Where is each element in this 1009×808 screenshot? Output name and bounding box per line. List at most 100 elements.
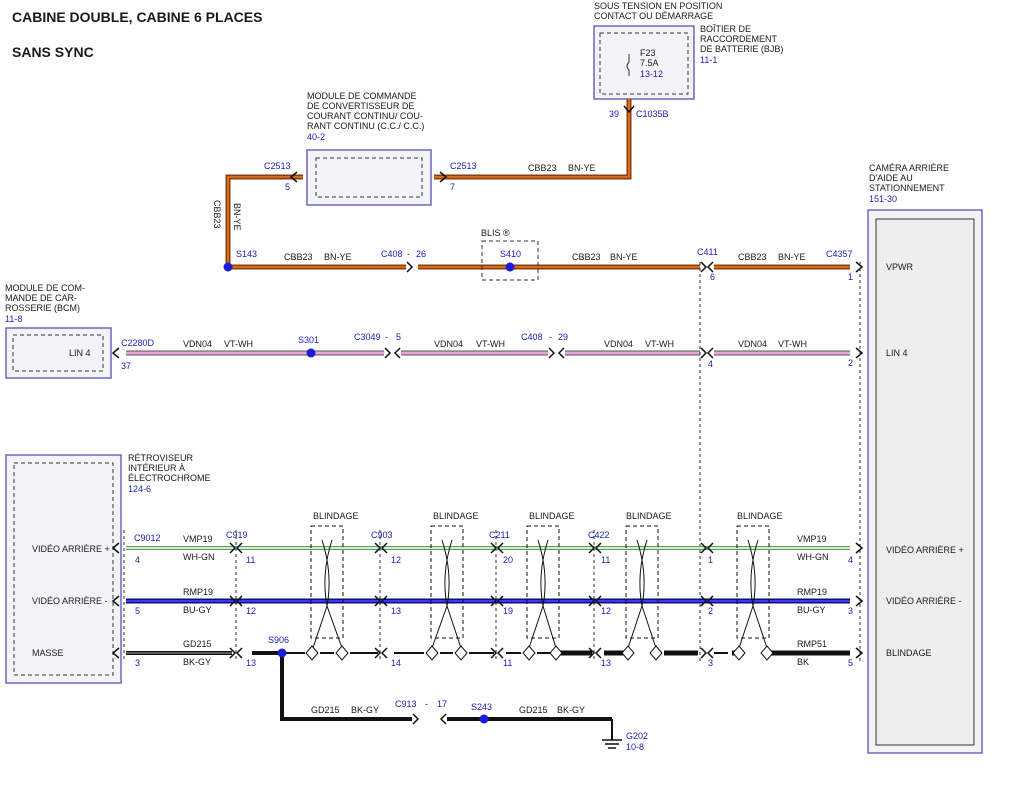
wire-label-vmp19-left: VMP19 (183, 534, 213, 544)
wire-color-bnye-2: BN-YE (610, 252, 638, 262)
splice-s301-label: S301 (298, 335, 319, 345)
wire-color-bnye-top: BN-YE (568, 163, 596, 173)
dcdc-left-connector: C2513 (264, 161, 291, 171)
c903-pin-3: 14 (391, 658, 401, 668)
wire-color-bugy-right: BU-GY (797, 605, 826, 615)
dcdc-left-pin: 5 (285, 182, 290, 192)
c913-dash: - (425, 699, 428, 709)
dcdc-module[interactable] (306, 149, 432, 206)
wire-color-bnye-1: BN-YE (324, 252, 352, 262)
camera-ref: 151-30 (869, 194, 897, 204)
c422-pin-2: 12 (601, 606, 611, 616)
shield-blocks (305, 525, 774, 661)
camera-pin-vpwr: 1 (848, 272, 853, 282)
wire-label-gd215-left: GD215 (183, 639, 212, 649)
mirror-name-2: INTÉRIEUR À (128, 463, 185, 473)
splice-s143[interactable] (223, 262, 233, 272)
c422-label: C422 (588, 530, 610, 540)
wire-color-vtwh-4: VT-WH (778, 339, 807, 349)
c3049-pin: 5 (396, 332, 401, 342)
shield-block-2 (425, 525, 468, 661)
mirror-pin-4: 4 (135, 555, 140, 565)
bjb-name: BOÎTIER DE (700, 24, 751, 34)
rear-camera-module[interactable] (867, 209, 983, 754)
diagram-subtitle: SANS SYNC (12, 44, 94, 60)
dcdc-name-4: RANT CONTINU (C.C./ C.C.) (307, 121, 424, 131)
camera-pin-lin-label: LIN 4 (886, 348, 908, 358)
bcm-name-2: MANDE DE CAR- (5, 293, 77, 303)
splice-s243[interactable] (479, 714, 489, 724)
fuse-label: F23 (640, 48, 656, 58)
bcm-connector: C2280D (121, 338, 155, 348)
g202-ref: 10-8 (626, 742, 644, 752)
splice-s410[interactable] (505, 262, 515, 272)
c408-pin-29: 29 (558, 332, 568, 342)
wire-label-rmp19-right: RMP19 (797, 587, 827, 597)
camera-pin-vplus-label: VIDÉO ARRIÈRE + (886, 545, 964, 555)
wire-label-vdn04-4: VDN04 (738, 339, 767, 349)
c903-pin-1: 12 (391, 555, 401, 565)
shield-label-3: BLINDAGE (529, 511, 575, 521)
dcdc-name-3: COURANT CONTINU/ COU- (307, 111, 423, 121)
c411-vid-pin-1: 1 (708, 555, 713, 565)
c3049-label: C3049 (354, 332, 381, 342)
c919-pin-1: 11 (246, 555, 255, 565)
c919-label: C919 (226, 530, 248, 540)
wire-color-vtwh-2: VT-WH (476, 339, 505, 349)
shield-block-3 (522, 525, 563, 661)
c408-label-lin: C408 (521, 332, 543, 342)
c422-pin-1: 11 (601, 555, 610, 565)
camera-pin-shield: 5 (848, 658, 853, 668)
bcm-pin: 37 (121, 361, 131, 371)
c408-pin-26: 26 (416, 249, 426, 259)
camera-pin-vminus: 3 (848, 606, 853, 616)
dcdc-right-pin: 7 (450, 182, 455, 192)
dcdc-name-2: DE CONVERTISSEUR DE (307, 101, 414, 111)
wire-color-vtwh-1: VT-WH (224, 339, 253, 349)
splice-s906[interactable] (277, 648, 287, 658)
camera-name: CAMÉRA ARRIÈRE (869, 163, 949, 173)
c211-label: C211 (489, 530, 510, 540)
mirror-pin-5: 5 (135, 606, 140, 616)
camera-name-3: STATIONNEMENT (869, 183, 945, 193)
connector-dashed-lines (123, 262, 861, 662)
mirror-module[interactable] (5, 454, 122, 684)
wire-label-cbb23-2: CBB23 (572, 252, 601, 262)
wire-label-vmp19-right: VMP19 (797, 534, 827, 544)
wire-label-vdn04-3: VDN04 (604, 339, 633, 349)
wire-color-vtwh-3: VT-WH (645, 339, 674, 349)
diagram-title: CABINE DOUBLE, CABINE 6 PLACES (12, 9, 262, 25)
video-connector-arrows (111, 542, 864, 725)
c211-pin-3: 11 (503, 658, 512, 668)
mirror-name: RÉTROVISEUR (128, 453, 194, 463)
bcm-module[interactable] (5, 327, 112, 379)
shield-block-5 (732, 525, 774, 661)
shield-label-5: BLINDAGE (737, 511, 783, 521)
wire-color-bnye-3: BN-YE (778, 252, 806, 262)
camera-pin-vpwr-label: VPWR (886, 262, 914, 272)
mirror-pin-vplus: VIDÉO ARRIÈRE + (32, 544, 110, 554)
c9012-label: C9012 (134, 533, 161, 543)
splice-s906-label: S906 (268, 635, 289, 645)
c422-pin-3: 13 (601, 658, 611, 668)
mirror-pin-vminus: VIDÉO ARRIÈRE - (32, 596, 108, 606)
splice-s301[interactable] (306, 348, 316, 358)
lin-connector-arrows (111, 347, 864, 359)
bjb-module[interactable] (593, 25, 695, 100)
bjb-power-label-2: CONTACT OU DÉMARRAGE (594, 11, 713, 21)
wire-label-cbb23-3: CBB23 (738, 252, 767, 262)
wire-label-gd215-ground-1: GD215 (311, 705, 340, 715)
c411-vid-pin-2: 2 (708, 606, 713, 616)
wire-color-bkgy-ground-2: BK-GY (557, 705, 585, 715)
c211-pin-2: 19 (503, 606, 513, 616)
splice-s410-label: S410 (500, 249, 521, 259)
c903-label: C903 (371, 530, 393, 540)
dcdc-right-connector: C2513 (450, 161, 477, 171)
wire-color-bkgy-ground-1: BK-GY (351, 705, 379, 715)
bjb-pin: 39 (609, 109, 619, 119)
bjb-name-2: RACCORDEMENT (700, 34, 778, 44)
wire-color-bk: BK (797, 657, 809, 667)
c4357-label: C4357 (826, 249, 853, 259)
wire-label-vdn04-2: VDN04 (434, 339, 463, 349)
